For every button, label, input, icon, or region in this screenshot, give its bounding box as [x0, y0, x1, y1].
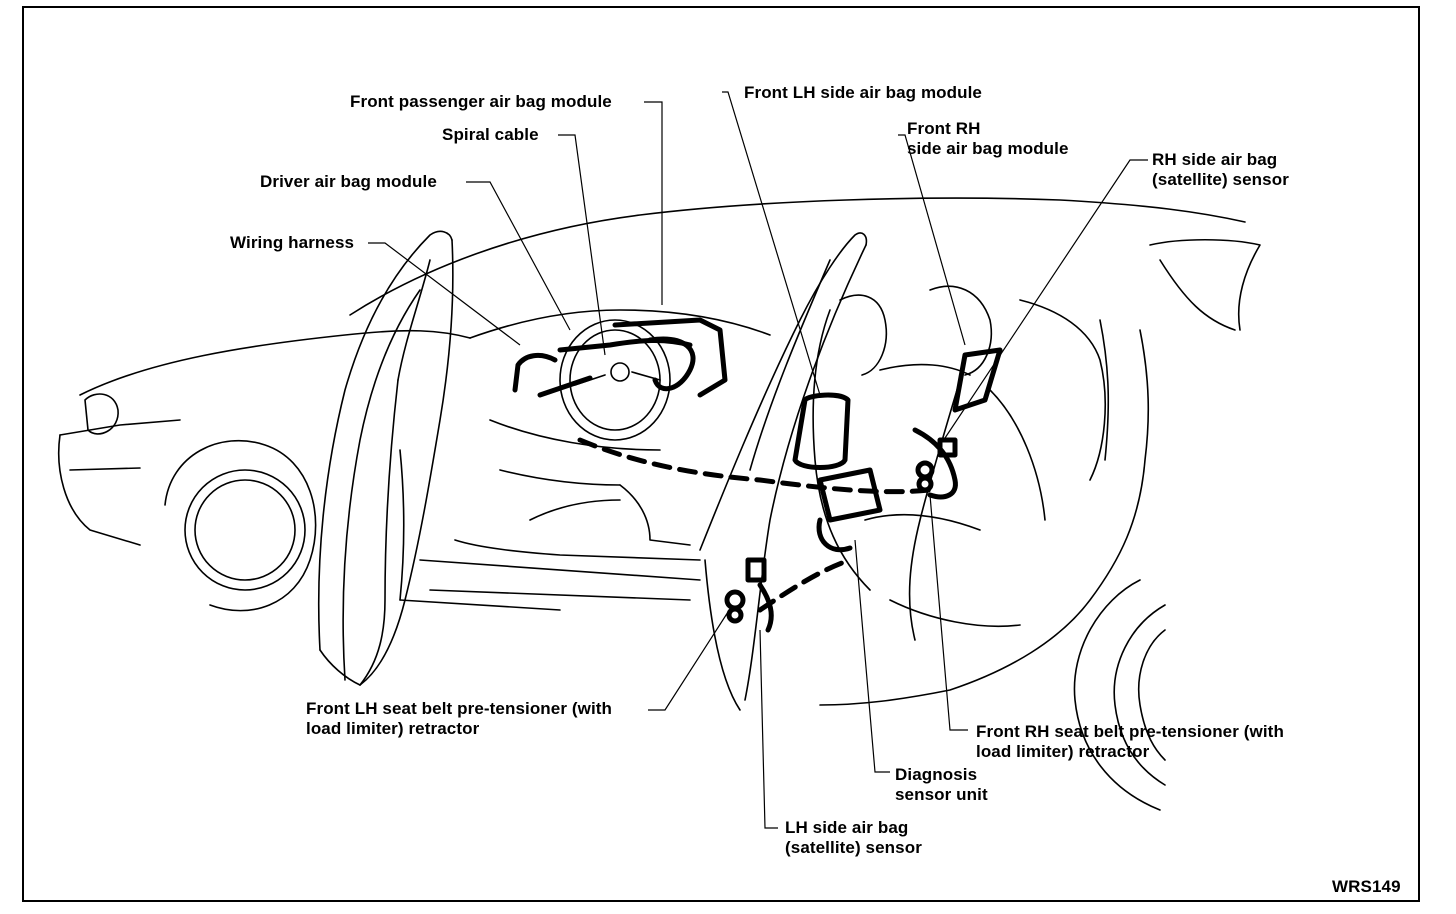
- diagnosis-sensor-unit: [817, 467, 883, 523]
- rear-door: [699, 232, 868, 711]
- rear-wheel: [1073, 579, 1166, 811]
- label-line: RH side air bag: [1152, 150, 1278, 169]
- front-wheel: [164, 440, 317, 612]
- label-line: Front RH: [907, 119, 981, 138]
- label-front-rh-side-air-bag-module: Front RH side air bag module: [907, 119, 1069, 159]
- label-line: (satellite) sensor: [1152, 170, 1289, 189]
- dash-harness: [512, 352, 558, 393]
- lh-seat-belt-retractor: [724, 589, 746, 611]
- label-line: sensor unit: [895, 785, 988, 804]
- roof-outline: [349, 197, 1246, 316]
- label-line: Front LH seat belt pre-tensioner (with: [306, 699, 613, 718]
- label-front-passenger-air-bag-module: Front passenger air bag module: [350, 92, 612, 111]
- headlight: [84, 393, 119, 435]
- passenger-airbag-module: [612, 317, 728, 398]
- label-front-lh-side-air-bag-module: Front LH side air bag module: [744, 83, 982, 102]
- leader-lines: [368, 91, 1148, 829]
- diagram-frame: [22, 6, 1420, 902]
- rear-window: [1149, 238, 1261, 331]
- label-rh-side-air-bag-sensor: RH side air bag (satellite) sensor: [1152, 150, 1289, 190]
- label-spiral-cable: Spiral cable: [442, 125, 539, 144]
- front-rh-side-airbag-module: [952, 347, 1003, 413]
- label-front-rh-seat-belt-pretensioner: Front RH seat belt pre-tensioner (with l…: [976, 722, 1284, 762]
- label-line: LH side air bag: [785, 818, 909, 837]
- front-lh-side-airbag-module: [792, 392, 851, 470]
- lh-side-airbag-satellite-sensor: [745, 557, 767, 583]
- label-wiring-harness: Wiring harness: [230, 233, 355, 252]
- front-bumper: [57, 434, 141, 546]
- figure-id: WRS149: [1332, 877, 1401, 896]
- hood-outline: [79, 329, 471, 396]
- label-diagnosis-sensor-unit: Diagnosis sensor unit: [895, 765, 988, 805]
- label-line: side air bag module: [907, 139, 1069, 158]
- label-lh-side-air-bag-sensor: LH side air bag (satellite) sensor: [785, 818, 922, 858]
- rh-seat-belt-retractor: [915, 460, 935, 480]
- label-line: load limiter) retractor: [976, 742, 1150, 761]
- rocker-panel: [399, 559, 701, 611]
- dashboard: [469, 309, 771, 339]
- driver-door: [317, 230, 454, 686]
- front-seat-rh: [812, 285, 992, 641]
- label-line: Front RH seat belt pre-tensioner (with: [976, 722, 1284, 741]
- label-driver-air-bag-module: Driver air bag module: [260, 172, 437, 191]
- airbag-wiring-harness: [577, 437, 933, 613]
- label-line: load limiter) retractor: [306, 719, 480, 738]
- label-front-lh-seat-belt-pretensioner: Front LH seat belt pre-tensioner (with l…: [306, 699, 612, 739]
- label-line: (satellite) sensor: [785, 838, 922, 857]
- label-line: Diagnosis: [895, 765, 978, 784]
- rear-body: [819, 329, 1150, 706]
